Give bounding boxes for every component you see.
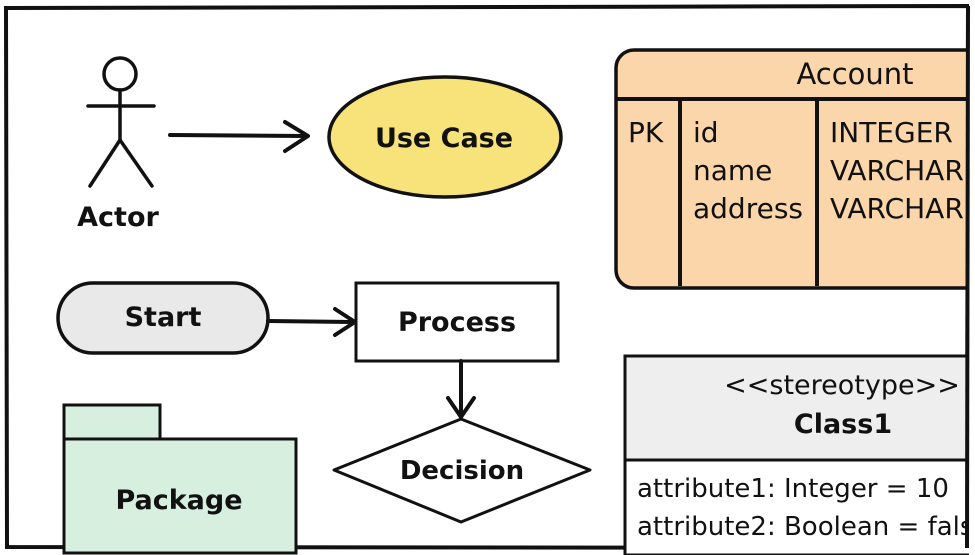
- entity-column-name: name: [693, 154, 772, 187]
- arrow-actor-to-usecase: [168, 120, 310, 153]
- process-node[interactable]: Process: [354, 281, 560, 363]
- class-name: Class1: [794, 409, 892, 440]
- entity-column-type: INTEGER: [830, 116, 953, 149]
- class-stereotype: <<stereotype>>: [724, 370, 960, 401]
- actor-legs: [88, 138, 154, 188]
- package-node[interactable]: Package: [62, 403, 298, 555]
- package-tab: [62, 403, 162, 442]
- entity-column-name: address: [693, 192, 803, 225]
- entity-table-pk: PK: [628, 116, 664, 149]
- entity-column-type: VARCHAR: [830, 192, 964, 225]
- entity-table-body: [614, 48, 975, 290]
- class-attributes-compartment: [623, 458, 975, 555]
- actor-figure[interactable]: [86, 56, 156, 188]
- package-body: [62, 437, 298, 555]
- start-label: Start: [125, 302, 202, 333]
- canvas-border-right: [965, 5, 970, 549]
- class-attribute: attribute1: Integer = 10: [637, 474, 949, 504]
- decision-diamond: [332, 417, 592, 524]
- actor-label: Actor: [77, 202, 159, 233]
- entity-column-type: VARCHAR: [830, 154, 964, 187]
- arrow-start-to-process: [266, 307, 357, 337]
- entity-column-name: id: [693, 116, 719, 149]
- package-label: Package: [115, 485, 242, 516]
- use-case-label: Use Case: [375, 123, 513, 154]
- decision-label: Decision: [400, 456, 524, 486]
- process-rect: [354, 281, 560, 363]
- entity-table-account[interactable]: Account PK id name address INTEGER VARCH…: [614, 48, 975, 290]
- start-node[interactable]: Start: [56, 281, 270, 355]
- class-header: [623, 354, 975, 462]
- process-label: Process: [398, 307, 516, 338]
- entity-table-title: Account: [796, 57, 913, 91]
- class-box[interactable]: <<stereotype>> Class1 attribute1: Intege…: [623, 354, 975, 555]
- start-pill: [56, 281, 270, 355]
- right-edge-mask: [969, 0, 975, 555]
- use-case-ellipse: [327, 75, 563, 199]
- class-attribute: attribute2: Boolean = false: [637, 512, 975, 542]
- arrow-process-to-decision: [446, 359, 476, 419]
- decision-node[interactable]: Decision: [332, 417, 592, 524]
- actor-head: [102, 56, 138, 92]
- use-case-node[interactable]: Use Case: [327, 75, 563, 199]
